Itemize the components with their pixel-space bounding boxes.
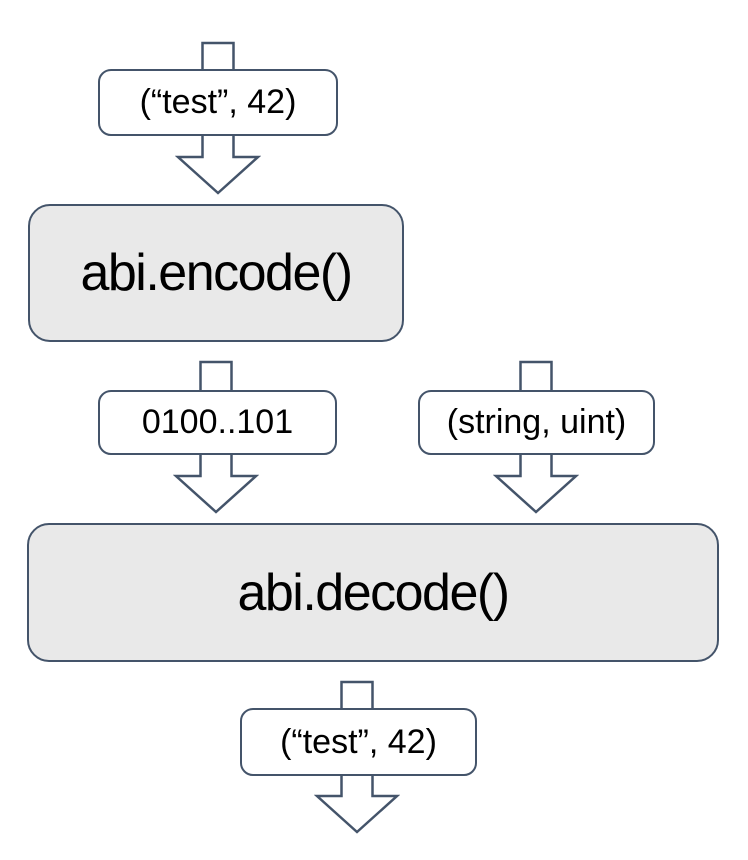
node-input-tuple-label: (“test”, 42) xyxy=(139,83,297,121)
node-type-list: (string, uint) xyxy=(418,390,655,455)
node-abi-decode: abi.decode() xyxy=(27,523,719,662)
node-abi-encode: abi.encode() xyxy=(28,204,404,342)
node-encoded-bytes-label: 0100..101 xyxy=(141,403,294,441)
node-type-list-label: (string, uint) xyxy=(446,403,627,441)
node-abi-encode-label: abi.encode() xyxy=(80,244,353,302)
node-output-tuple: (“test”, 42) xyxy=(240,708,477,776)
node-input-tuple: (“test”, 42) xyxy=(98,69,338,136)
node-output-tuple-label: (“test”, 42) xyxy=(280,722,437,761)
node-encoded-bytes: 0100..101 xyxy=(98,390,337,455)
node-abi-decode-label: abi.decode() xyxy=(237,563,510,622)
